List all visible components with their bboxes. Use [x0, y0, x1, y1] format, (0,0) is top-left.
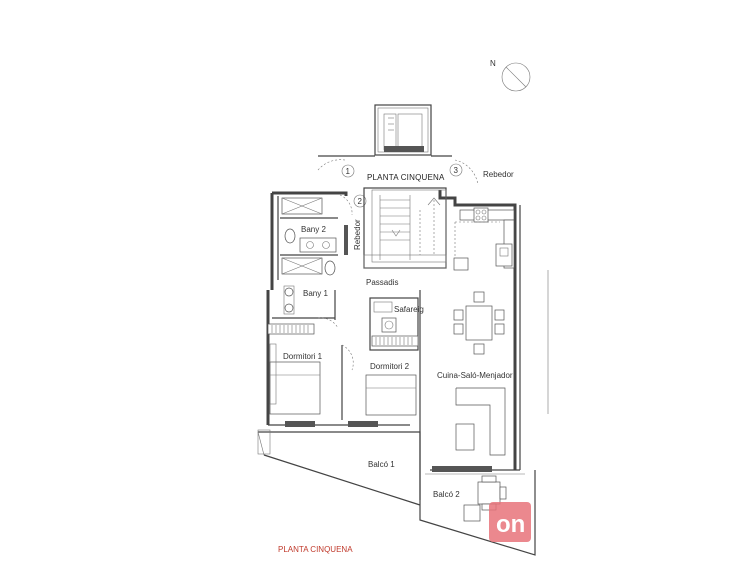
- svg-text:2: 2: [358, 197, 363, 206]
- room-label-dormitori2: Dormitori 2: [370, 362, 410, 371]
- sink-1b: [284, 303, 294, 313]
- toilet-1: [324, 260, 336, 276]
- toilet-2: [284, 228, 296, 244]
- chair: [473, 291, 485, 303]
- room-label-cuina: Cuina-Saló-Menjador: [437, 371, 513, 380]
- wardrobe-1: [267, 323, 315, 335]
- room-label-bany1: Bany 1: [303, 289, 328, 298]
- door-arc-2: [339, 194, 353, 216]
- svg-text:1: 1: [346, 167, 351, 176]
- room-label-passadis: Passadis: [366, 278, 398, 287]
- logo-badge: [489, 502, 531, 542]
- kitchen-living: Cuina-Saló-Menjador: [437, 207, 515, 456]
- chair: [494, 309, 505, 321]
- door-arc-3: [454, 159, 479, 186]
- room-label-rebedor-side: Rebedor: [353, 219, 362, 250]
- chair: [473, 343, 485, 355]
- balcony-1: Balcó 1: [257, 421, 421, 506]
- marker-2: 2: [353, 194, 367, 208]
- chair: [453, 323, 464, 335]
- bathroom-block: Bany 2 Bany 1: [272, 196, 348, 320]
- brand-logo: on: [489, 502, 531, 542]
- chair: [494, 323, 505, 335]
- logo-text: on: [496, 511, 525, 538]
- wardrobe-2: [371, 335, 419, 347]
- marker-3: 3: [449, 163, 463, 177]
- plan-footer: PLANTA CINQUENA: [278, 545, 353, 554]
- marker-1: 1: [341, 164, 355, 178]
- room-label-bany2: Bany 2: [301, 225, 326, 234]
- elevator-shaft: [318, 104, 452, 157]
- sink-2: [299, 237, 337, 253]
- sink-1a: [284, 287, 294, 297]
- door-arc-dorm2: [341, 344, 354, 371]
- room-label-safareig: Safareig: [394, 305, 424, 314]
- room-label-dormitori1: Dormitori 1: [283, 352, 323, 361]
- kitchen-sink: [495, 243, 513, 267]
- coffee-table: [455, 423, 475, 451]
- balcony-table: [477, 481, 501, 505]
- stairwell: PLANTA CINQUENA: [363, 173, 447, 269]
- compass-circle: [501, 62, 531, 92]
- planter: [463, 504, 481, 522]
- bedroom-2: Dormitori 2: [365, 290, 421, 470]
- balcony-2: Balcó 2: [419, 466, 536, 556]
- dining-table: [465, 305, 493, 341]
- room-label-balco2: Balcó 2: [433, 490, 460, 499]
- bed-2: [365, 374, 417, 416]
- svg-text:3: 3: [454, 166, 459, 175]
- chair: [453, 309, 464, 321]
- room-label-rebedor-top: Rebedor: [483, 170, 514, 179]
- outer-walls: [266, 190, 521, 471]
- sofa: [455, 387, 506, 456]
- laundry-room: Safareig: [369, 297, 424, 351]
- compass-label: N: [490, 59, 496, 68]
- bed-1: [269, 361, 321, 415]
- room-label-balco1: Balcó 1: [368, 460, 395, 469]
- plan-title: PLANTA CINQUENA: [367, 173, 445, 182]
- compass-needle: [505, 66, 527, 88]
- door-arc-1: [317, 159, 346, 171]
- compass: N: [490, 59, 531, 92]
- bedroom-1: Dormitori 1: [269, 343, 343, 420]
- chair: [481, 475, 497, 483]
- cooktop: [473, 207, 489, 223]
- door-arc-dorm1: [317, 317, 339, 329]
- chair: [499, 486, 507, 500]
